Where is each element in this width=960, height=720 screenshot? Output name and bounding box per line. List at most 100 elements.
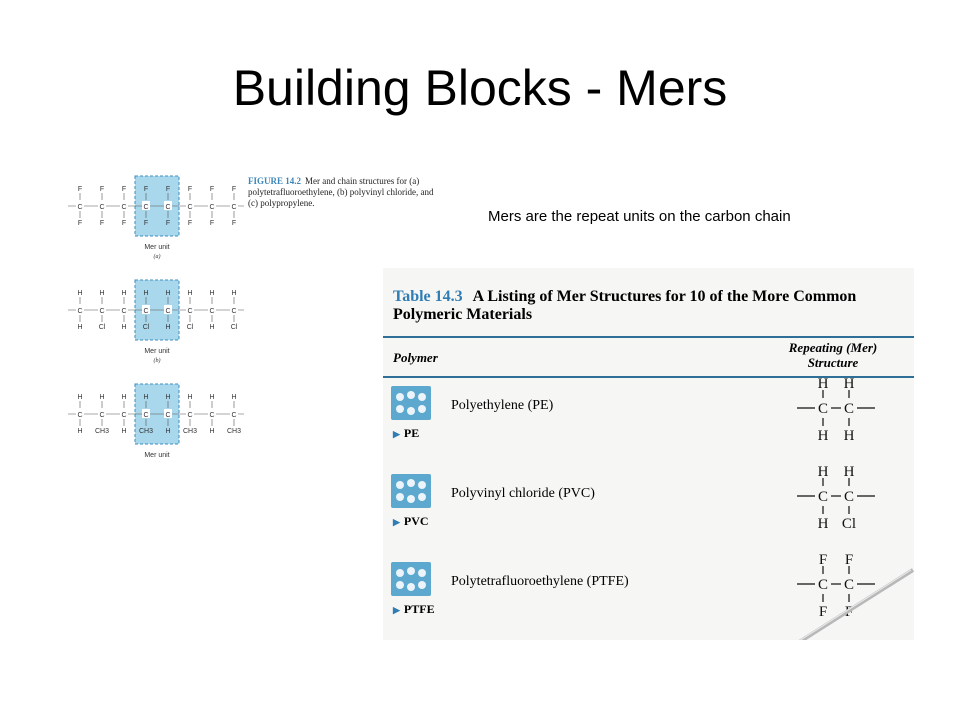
carbon-atom: C: [121, 412, 126, 419]
carbon-atom: C: [165, 412, 170, 419]
bottom-atom: H: [209, 324, 214, 331]
pen-illustration: [798, 568, 914, 640]
bottom-atom: H: [818, 516, 829, 532]
bottom-atom: F: [100, 220, 104, 227]
carbon-atom: C: [844, 489, 854, 505]
top-atom: F: [144, 186, 148, 193]
carbon-atom: C: [143, 204, 148, 211]
carbon-atom: C: [209, 412, 214, 419]
bottom-atom: H: [165, 428, 170, 435]
atom-background: [186, 305, 194, 314]
carbon-atom: C: [77, 412, 82, 419]
molecule-model-icon: [391, 386, 431, 420]
atom-background: [208, 201, 216, 210]
carbon-atom: C: [818, 401, 828, 417]
top-atom: H: [231, 394, 236, 401]
slide-title: Building Blocks - Mers: [232, 60, 728, 116]
atom-background: [186, 409, 194, 418]
top-atom: F: [78, 186, 82, 193]
bottom-atom: Cl: [231, 324, 238, 331]
bottom-atom: H: [165, 324, 170, 331]
atom-background: [76, 201, 84, 210]
atom-background: [120, 305, 128, 314]
table-rule-header: [383, 376, 914, 378]
bottom-atom: F: [188, 220, 192, 227]
carbon-atom: C: [844, 401, 854, 417]
carbon-atom: C: [231, 412, 236, 419]
atom-background: [76, 409, 84, 418]
top-atom: H: [99, 290, 104, 297]
top-atom: H: [844, 376, 855, 392]
carbon-atom: C: [231, 204, 236, 211]
atom-background: [98, 305, 106, 314]
top-atom: H: [165, 394, 170, 401]
top-atom: F: [122, 186, 126, 193]
top-atom: H: [231, 290, 236, 297]
carbon-atom: C: [143, 412, 148, 419]
panel-label: (c): [154, 461, 161, 462]
top-atom: H: [143, 394, 148, 401]
table-title: A Listing of Mer Structures for 10 of th…: [393, 288, 857, 323]
atom-background: [98, 201, 106, 210]
carbon-atom: C: [165, 204, 170, 211]
top-atom: H: [187, 290, 192, 297]
bottom-atom: H: [209, 428, 214, 435]
bottom-atom: Cl: [187, 324, 194, 331]
bottom-atom: F: [122, 220, 126, 227]
top-atom: H: [77, 290, 82, 297]
figure-caption-text: Mer and chain structures for (a) polytet…: [248, 176, 434, 208]
carbon-atom: C: [844, 577, 854, 593]
bottom-atom: F: [144, 220, 148, 227]
atom-background: [142, 409, 150, 418]
atom-background: [164, 305, 172, 314]
carbon-atom: C: [165, 308, 170, 315]
bottom-atom: F: [78, 220, 82, 227]
bottom-atom: H: [121, 324, 126, 331]
molecule-model-icon: [391, 474, 431, 508]
top-atom: H: [99, 394, 104, 401]
bottom-atom: Cl: [842, 516, 856, 532]
carbon-atom: C: [187, 308, 192, 315]
bottom-atom: H: [818, 428, 829, 444]
carbon-atom: C: [187, 412, 192, 419]
molecule-model-icon: [391, 562, 431, 596]
polymer-name: Polytetrafluoroethylene (PTFE): [451, 574, 629, 589]
atom-background: [76, 305, 84, 314]
bottom-atom: Cl: [143, 324, 150, 331]
carbon-atom: C: [818, 577, 828, 593]
top-atom: H: [187, 394, 192, 401]
bottom-atom: H: [77, 428, 82, 435]
bottom-atom: H: [77, 324, 82, 331]
carbon-atom: C: [99, 412, 104, 419]
atom-background: [230, 409, 238, 418]
bottom-atom: F: [210, 220, 214, 227]
mer-unit-label: Mer unit: [144, 348, 169, 355]
bottom-atom: Cl: [99, 324, 106, 331]
bottom-atom: H: [844, 428, 855, 444]
column-header-polymer: Polymer: [393, 350, 438, 365]
atom-background: [164, 409, 172, 418]
carbon-atom: C: [77, 308, 82, 315]
top-atom: H: [209, 290, 214, 297]
carbon-atom: C: [209, 204, 214, 211]
slide-caption: Mers are the repeat units on the carbon …: [488, 208, 791, 225]
top-atom: F: [166, 186, 170, 193]
top-atom: H: [143, 290, 148, 297]
atom-background: [98, 409, 106, 418]
column-header-structure: Repeating (Mer) Structure: [788, 340, 878, 370]
top-atom: F: [819, 552, 827, 568]
atom-background: [142, 305, 150, 314]
bottom-atom: H: [121, 428, 126, 435]
polymer-name: Polyethylene (PE): [451, 398, 554, 413]
top-atom: F: [232, 186, 236, 193]
table-rule-top: [383, 336, 914, 338]
top-atom: H: [844, 464, 855, 480]
atom-background: [208, 409, 216, 418]
